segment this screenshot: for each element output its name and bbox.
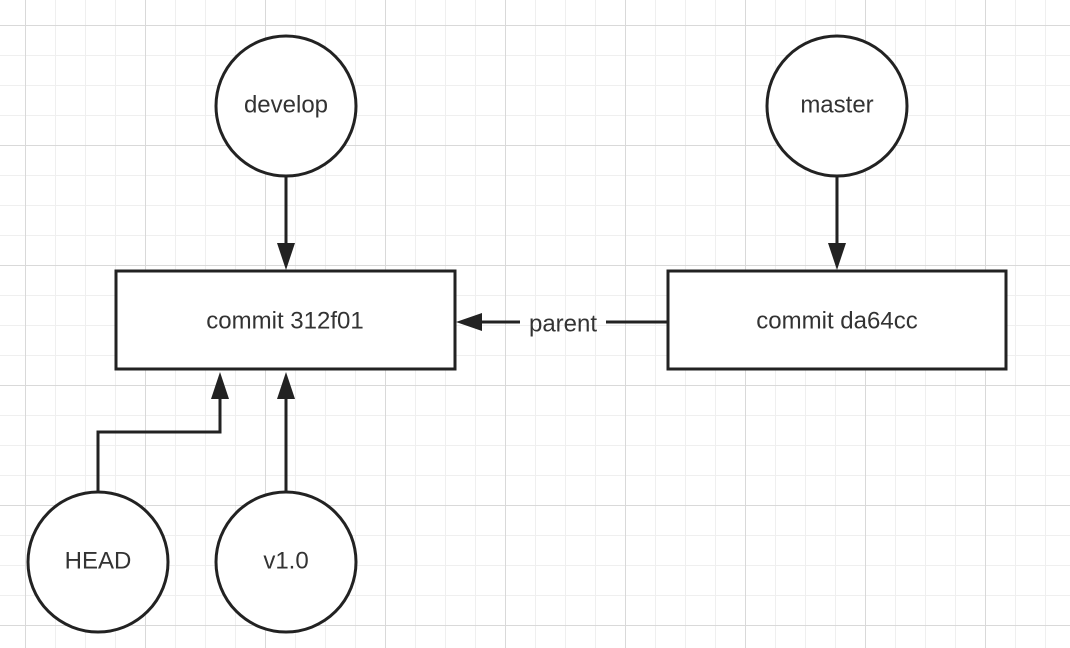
commit-da64cc-label: commit da64cc bbox=[756, 307, 917, 334]
arrowhead-up-icon bbox=[211, 372, 229, 399]
node-master[interactable]: master bbox=[765, 34, 909, 178]
edge-label-parent: parent bbox=[529, 310, 597, 337]
edge-v1-0-to-commit-312f01 bbox=[277, 372, 295, 492]
arrowhead-down-icon bbox=[277, 243, 295, 270]
head-circle bbox=[26, 490, 170, 634]
arrowhead-down-icon bbox=[828, 243, 846, 270]
head-label: HEAD bbox=[65, 547, 132, 574]
master-circle bbox=[765, 34, 909, 178]
edge-master-to-commit-da64cc bbox=[828, 176, 846, 270]
develop-label: develop bbox=[244, 91, 328, 118]
node-commit-da64cc[interactable]: commit da64cc bbox=[666, 269, 1008, 371]
node-develop[interactable]: develop bbox=[214, 34, 358, 178]
edges: parent bbox=[96, 176, 846, 492]
arrowhead-left-icon bbox=[456, 313, 482, 331]
edge-commit-da64cc-to-commit-312f01: parent bbox=[456, 310, 668, 337]
arrowhead-up-icon bbox=[277, 372, 295, 399]
commit-312f01-box bbox=[114, 269, 457, 371]
v1-0-circle bbox=[214, 490, 358, 634]
commit-312f01-label: commit 312f01 bbox=[206, 307, 363, 334]
edge-develop-to-commit-312f01 bbox=[277, 176, 295, 270]
edge-head-to-commit-312f01 bbox=[96, 372, 229, 492]
master-label: master bbox=[800, 91, 873, 118]
v1-0-label: v1.0 bbox=[263, 547, 308, 574]
develop-circle bbox=[214, 34, 358, 178]
node-head[interactable]: HEAD bbox=[26, 490, 170, 634]
commit-da64cc-box bbox=[666, 269, 1008, 371]
node-commit-312f01[interactable]: commit 312f01 bbox=[114, 269, 457, 371]
node-v1-0[interactable]: v1.0 bbox=[214, 490, 358, 634]
